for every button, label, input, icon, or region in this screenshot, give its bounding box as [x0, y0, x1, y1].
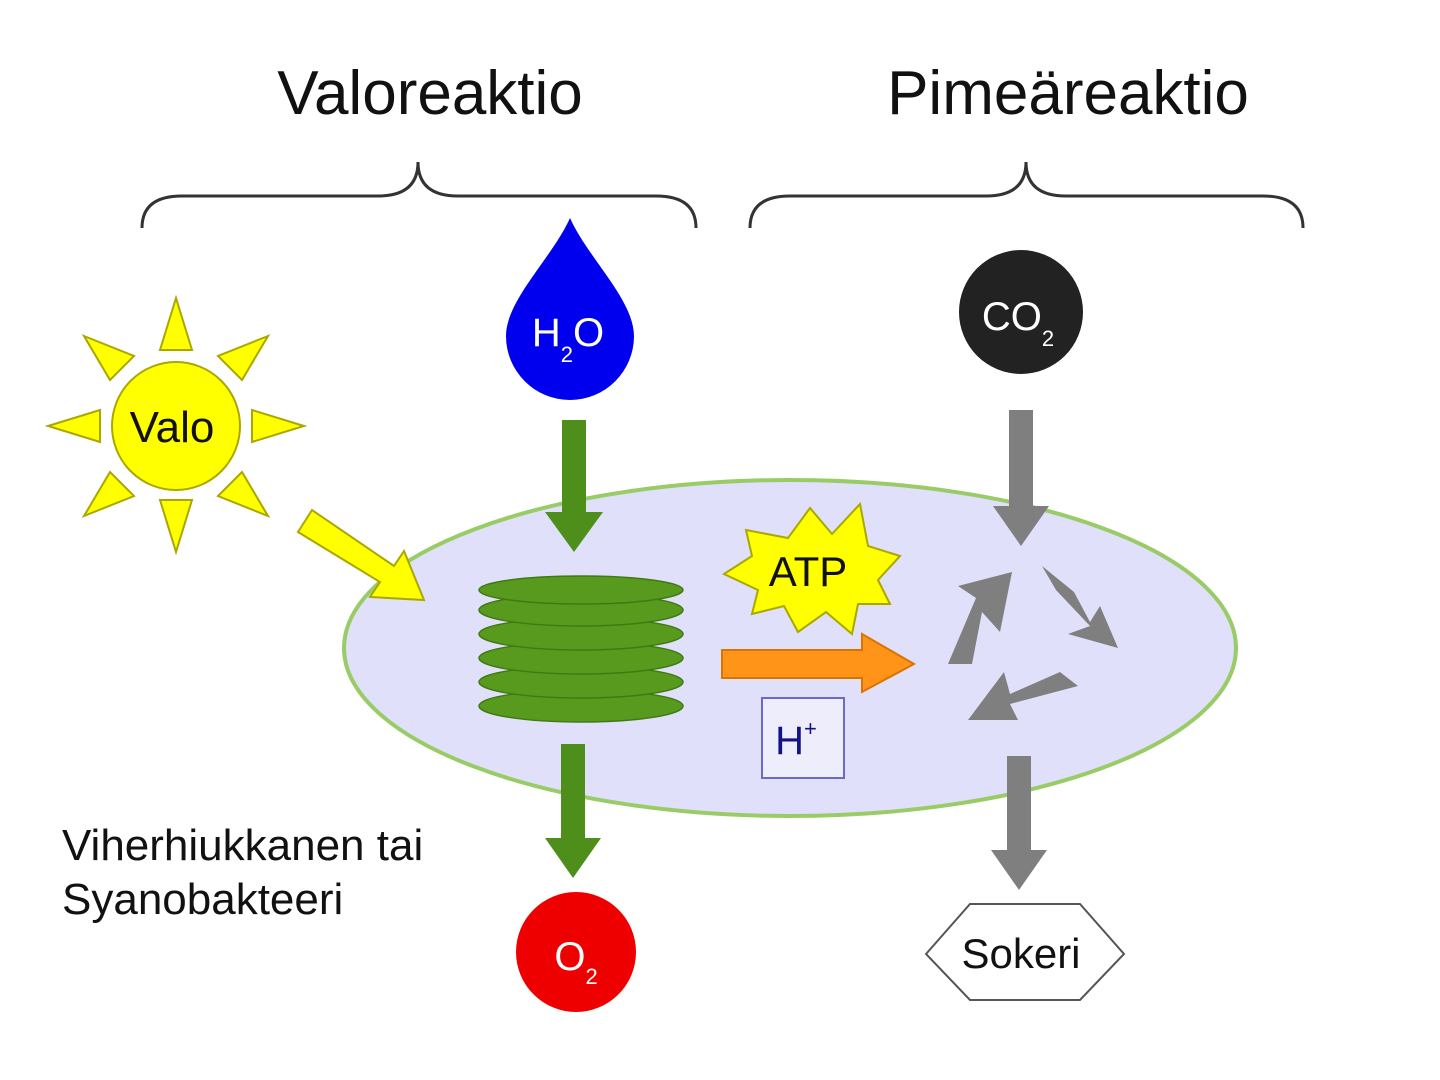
water-arrow	[545, 420, 603, 552]
sun-icon	[44, 294, 308, 556]
light-label: Valo	[130, 403, 215, 452]
heading-light-reaction: Valoreaktio	[277, 59, 583, 128]
oxygen-formula: O2	[554, 935, 597, 989]
organism-label-line1: Viherhiukkanen tai	[62, 821, 423, 870]
heading-dark-reaction: Pimeäreaktio	[887, 59, 1249, 128]
proton-label: H+	[775, 716, 817, 763]
oxygen-circle-icon	[516, 892, 636, 1012]
energy-arrow	[721, 632, 917, 694]
calvin-cycle-icon	[948, 566, 1118, 720]
co2-arrow	[993, 410, 1049, 546]
sugar-label: Sokeri	[961, 930, 1080, 977]
thylakoid-stack-icon	[478, 575, 684, 723]
co2-formula: CO2	[982, 295, 1054, 351]
light-arrow	[296, 508, 426, 602]
organism-label-line2: Syanobakteeri	[62, 875, 343, 924]
atp-starburst-icon	[721, 501, 902, 636]
water-drop-icon	[506, 218, 634, 400]
light-reaction-brace	[140, 161, 698, 229]
cell-ellipse	[342, 478, 1238, 818]
co2-circle-icon	[959, 250, 1083, 374]
atp-label: ATP	[769, 548, 848, 595]
oxygen-arrow	[545, 744, 601, 878]
sugar-arrow	[991, 756, 1047, 890]
water-formula: H2O	[532, 311, 604, 367]
proton-box	[761, 697, 845, 779]
dark-reaction-brace	[748, 161, 1305, 229]
sugar-hexagon-icon	[924, 903, 1126, 1001]
